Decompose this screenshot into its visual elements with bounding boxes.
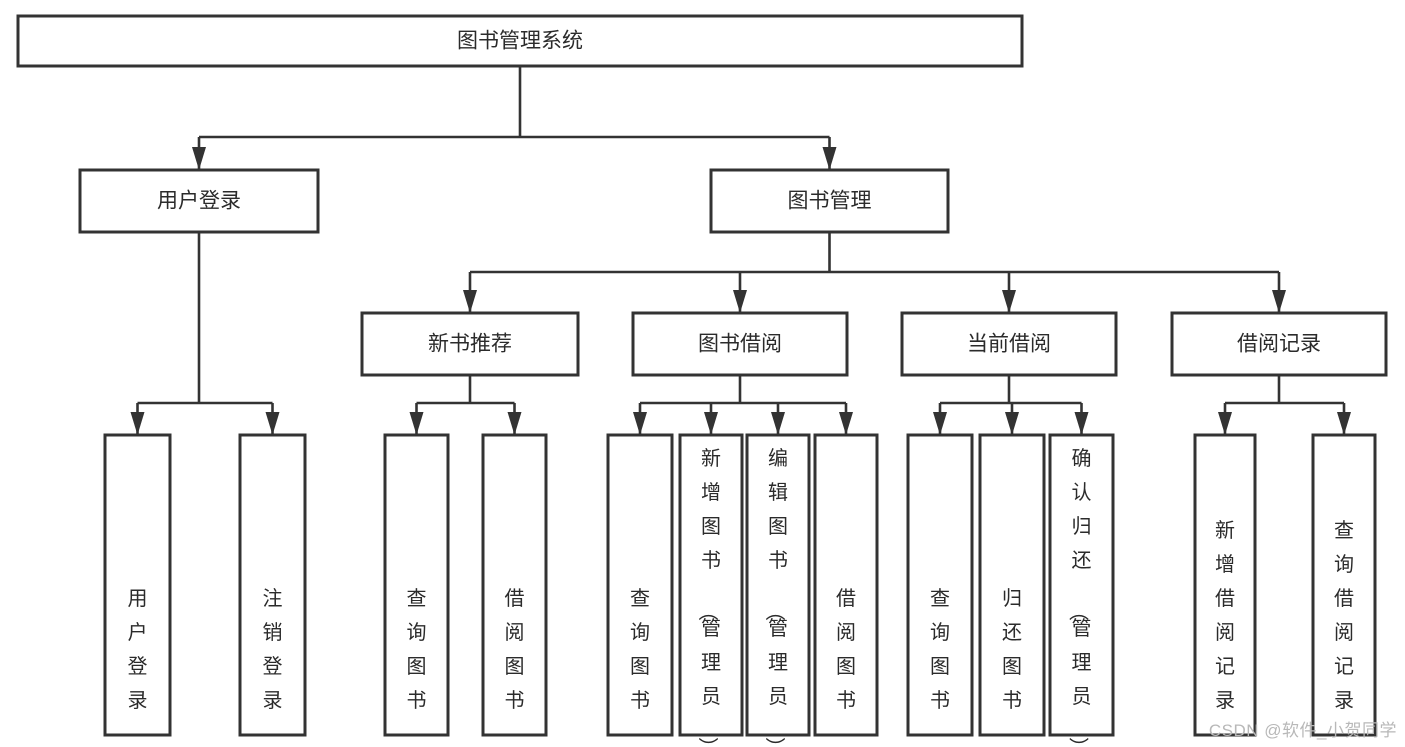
arrow-head-icon (839, 412, 853, 435)
arrow-head-icon (771, 412, 785, 435)
arrow-head-icon (1218, 412, 1232, 435)
node-label: 查询借阅记录 (1334, 519, 1354, 712)
arrow-head-icon (507, 412, 522, 435)
level2-node-用户登录[interactable]: 用户登录 (78, 168, 320, 234)
node-box (906, 433, 974, 737)
arrow-head-icon (1272, 290, 1286, 313)
node-label: 借阅图书 (505, 587, 525, 712)
arrow-head-icon (1002, 290, 1016, 313)
node-box (745, 433, 811, 737)
leaf-node-8-查询图书[interactable]: 查询图书 (906, 433, 974, 737)
arrow-head-icon (704, 412, 718, 435)
node-box (678, 433, 744, 737)
node-label: 当前借阅 (967, 333, 1051, 356)
leaf-node-9-归还图书[interactable]: 归还图书 (978, 433, 1046, 737)
node-box (1048, 433, 1115, 737)
level3-node-新书推荐[interactable]: 新书推荐 (360, 311, 580, 377)
arrow-head-icon (1337, 412, 1351, 435)
level3-node-当前借阅[interactable]: 当前借阅 (900, 311, 1118, 377)
nodes-layer: 图书管理系统用户登录图书管理新书推荐图书借阅当前借阅借阅记录用户登录注销登录查询… (16, 14, 1388, 747)
leaf-node-5-新增图书（管理员）[interactable]: 新增图书（管理员） (678, 433, 744, 747)
node-label: 注销登录 (263, 587, 283, 712)
node-box (16, 14, 1024, 68)
leaf-node-10-确认归还（管理员）[interactable]: 确认归还（管理员） (1048, 433, 1115, 747)
level2-node-图书管理[interactable]: 图书管理 (709, 168, 950, 234)
node-label: 查询图书 (630, 587, 650, 712)
node-box (813, 433, 879, 737)
arrow-head-icon (192, 147, 206, 170)
root-node-图书管理系统[interactable]: 图书管理系统 (16, 14, 1024, 68)
leaf-node-4-查询图书[interactable]: 查询图书 (606, 433, 674, 737)
node-box (78, 168, 320, 234)
node-label: 归还图书 (1002, 587, 1022, 712)
arrow-head-icon (733, 290, 747, 313)
connectors-layer (130, 66, 1351, 435)
arrow-head-icon (463, 290, 477, 313)
node-label: 确认归还（管理员） (1067, 447, 1092, 747)
node-label: 图书管理系统 (457, 30, 583, 53)
arrow-head-icon (1074, 412, 1089, 435)
node-box (481, 433, 548, 737)
watermark: CSDN @软件_小贺同学 (1208, 721, 1397, 740)
node-label: 图书借阅 (698, 333, 782, 356)
node-box (606, 433, 674, 737)
node-box (1311, 433, 1377, 737)
node-box (631, 311, 849, 377)
leaf-node-1-注销登录[interactable]: 注销登录 (238, 433, 307, 737)
node-box (103, 433, 172, 737)
node-label: 用户登录 (128, 588, 148, 712)
node-box (238, 433, 307, 737)
leaf-node-3-借阅图书[interactable]: 借阅图书 (481, 433, 548, 737)
leaf-node-11-新增借阅记录[interactable]: 新增借阅记录 (1193, 433, 1257, 737)
node-box (1170, 311, 1388, 377)
leaf-node-2-查询图书[interactable]: 查询图书 (383, 433, 450, 737)
arrow-head-icon (130, 412, 145, 435)
node-label: 编辑图书（管理员） (763, 447, 788, 747)
node-label: 借阅记录 (1237, 333, 1321, 356)
node-label: 图书管理 (788, 190, 872, 213)
level3-node-图书借阅[interactable]: 图书借阅 (631, 311, 849, 377)
node-label: 查询图书 (930, 587, 950, 712)
arrow-head-icon (409, 412, 424, 435)
leaf-node-0-用户登录[interactable]: 用户登录 (103, 433, 172, 737)
level3-node-借阅记录[interactable]: 借阅记录 (1170, 311, 1388, 377)
node-box (360, 311, 580, 377)
leaf-node-6-编辑图书（管理员）[interactable]: 编辑图书（管理员） (745, 433, 811, 747)
node-label: 用户登录 (157, 190, 241, 213)
arrow-head-icon (822, 147, 837, 170)
node-label: 新增借阅记录 (1215, 519, 1235, 712)
node-box (900, 311, 1118, 377)
node-box (383, 433, 450, 737)
leaf-node-12-查询借阅记录[interactable]: 查询借阅记录 (1311, 433, 1377, 737)
leaf-node-7-借阅图书[interactable]: 借阅图书 (813, 433, 879, 737)
node-label: 借阅图书 (836, 587, 856, 712)
node-box (709, 168, 950, 234)
node-box (1193, 433, 1257, 737)
node-box (978, 433, 1046, 737)
arrow-head-icon (265, 412, 280, 435)
arrow-head-icon (933, 412, 947, 435)
node-label: 新书推荐 (428, 333, 512, 356)
arrow-head-icon (1005, 412, 1019, 435)
node-label: 新增图书（管理员） (696, 447, 721, 747)
node-label: 查询图书 (407, 587, 427, 712)
arrow-head-icon (633, 412, 647, 435)
